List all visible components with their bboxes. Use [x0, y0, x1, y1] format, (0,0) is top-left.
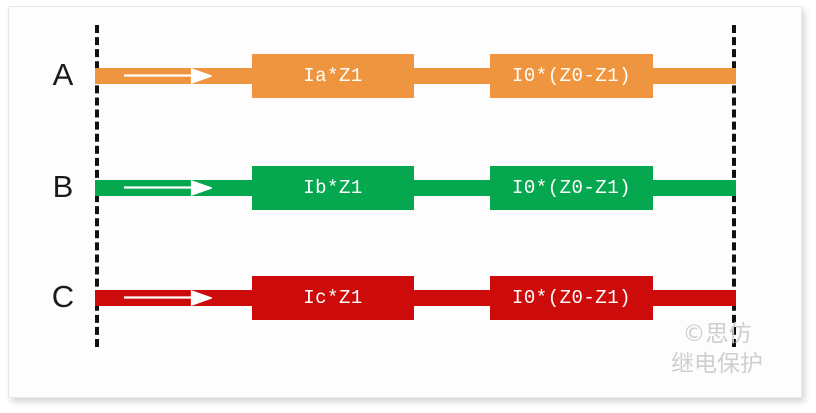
rightward-current-arrow-b: [124, 180, 212, 196]
diagram-card: A Ia*Z1 I0*(Z0-Z1) B Ib*Z1 I0*(Z0-Z1): [8, 6, 802, 398]
phase-row-c: Ic*Z1 I0*(Z0-Z1): [9, 263, 816, 333]
block-b-2: I0*(Z0-Z1): [490, 166, 653, 210]
watermark-line-2: 继电保护: [671, 351, 763, 377]
phase-label-b: B: [52, 169, 74, 204]
block-c-2: I0*(Z0-Z1): [490, 276, 653, 320]
block-a-2: I0*(Z0-Z1): [490, 54, 653, 98]
phase-row-b: Ib*Z1 I0*(Z0-Z1): [9, 153, 816, 223]
block-a-1: Ia*Z1: [252, 54, 414, 98]
block-c-1: Ic*Z1: [252, 276, 414, 320]
phase-row-a: Ia*Z1 I0*(Z0-Z1): [9, 41, 816, 111]
rightward-current-arrow-a: [124, 68, 212, 84]
rightward-current-arrow-c: [124, 290, 212, 306]
watermark: ©思仿 继电保护: [671, 319, 763, 379]
phase-label-c: C: [51, 279, 75, 314]
watermark-line-1: ©思仿: [682, 321, 752, 347]
phase-label-a: A: [52, 57, 74, 92]
block-b-1: Ib*Z1: [252, 166, 414, 210]
